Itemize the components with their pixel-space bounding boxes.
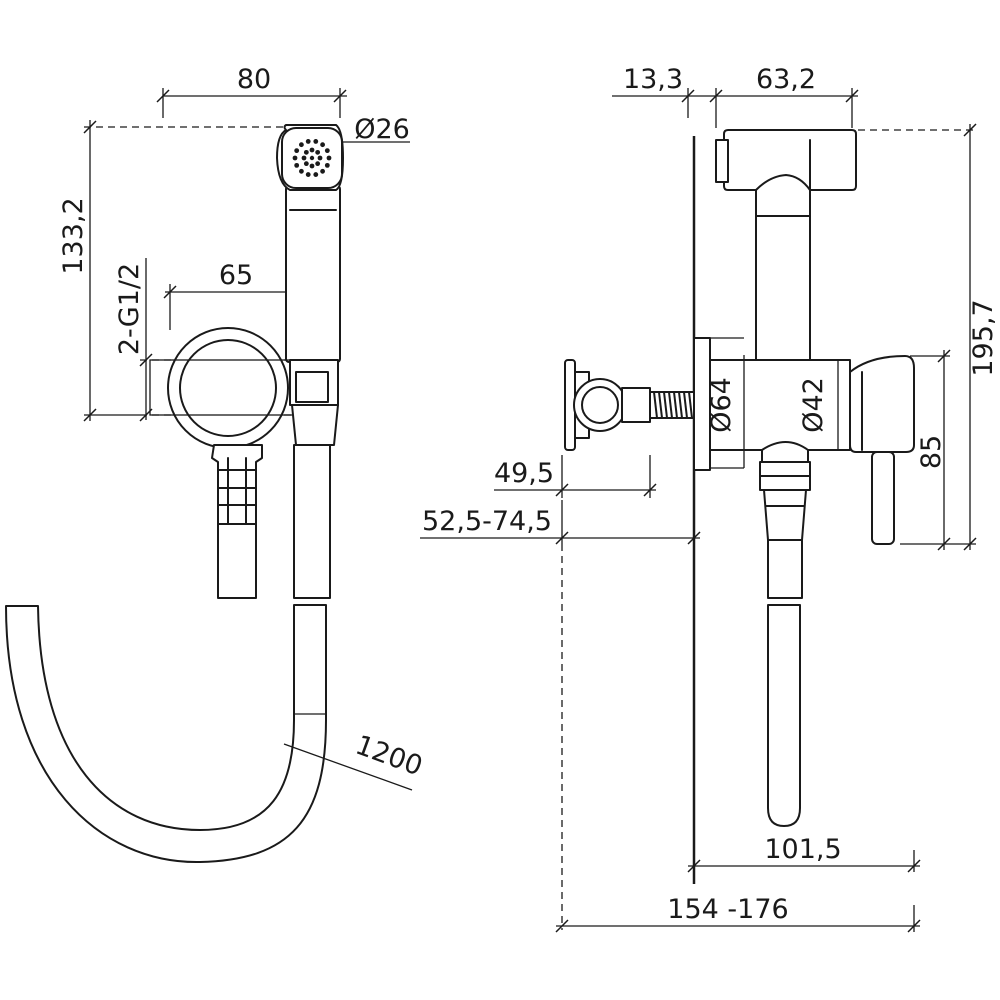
- nozzle-dot: [309, 155, 315, 161]
- wall-fitting-side: [564, 359, 695, 451]
- nozzle-dot: [292, 155, 298, 161]
- thread-line: [678, 391, 683, 419]
- installation-depth-dimension: 52,5-74,5: [420, 500, 701, 930]
- body-diameter-label: Ø42: [798, 377, 829, 433]
- nozzle-dot: [305, 139, 311, 144]
- head-length-label: 63,2: [756, 64, 816, 95]
- total-depth-label: 154 -176: [667, 894, 788, 925]
- hose-front: [5, 444, 331, 864]
- spray-head-side: [715, 129, 857, 367]
- top-dimension: 13,3 63,2: [612, 64, 859, 128]
- thread-line: [663, 391, 668, 419]
- hose-length-callout: 1200: [283, 730, 426, 791]
- thread-line: [688, 391, 693, 419]
- nozzle-dot: [320, 142, 325, 148]
- projection-dimension: 49,5: [494, 455, 657, 498]
- nozzle-dot: [326, 155, 332, 161]
- nozzle-dot: [320, 168, 325, 174]
- spray-head-front: [276, 124, 344, 363]
- head-diameter-callout: Ø26: [338, 114, 410, 145]
- spacing-label: 65: [219, 260, 253, 291]
- nozzle-dot: [324, 148, 330, 154]
- hose-projection-dimension: 101,5: [687, 834, 921, 873]
- nozzle-dot: [315, 161, 321, 167]
- nozzle-dot: [294, 148, 300, 154]
- thread-line: [668, 391, 673, 419]
- total-depth-dimension: 154 -176: [555, 894, 921, 933]
- width-dimension: 80: [156, 64, 347, 118]
- height-dimension: 133,2: [58, 120, 290, 422]
- nozzle-dot: [294, 162, 300, 168]
- nozzle-dot: [313, 139, 319, 144]
- head-diameter-label: Ø26: [354, 114, 410, 145]
- thread-line: [658, 391, 663, 419]
- nozzle-dot: [305, 172, 311, 177]
- total-height-dimension: 195,7: [858, 123, 999, 551]
- thread-line: [653, 391, 658, 419]
- nozzle-dot: [313, 172, 319, 177]
- hose-length-label: 1200: [351, 730, 426, 783]
- nozzle-dot: [299, 142, 304, 148]
- flange-diameter-label: Ø64: [706, 377, 737, 433]
- holder-front: [289, 359, 339, 446]
- side-view: 13,3 63,2 195,7 85: [420, 64, 999, 933]
- valve-height-dimension: 85: [910, 349, 951, 551]
- nozzle-dots: [292, 139, 332, 177]
- hose-connector-side: [759, 441, 811, 827]
- nozzle-dot: [303, 149, 309, 155]
- wall-offset-label: 13,3: [623, 64, 683, 95]
- nozzle-dot: [299, 168, 304, 174]
- total-height-label: 195,7: [968, 299, 999, 376]
- hose-projection-label: 101,5: [764, 834, 841, 865]
- valve-height-label: 85: [916, 435, 947, 469]
- nozzle-dot: [315, 149, 321, 155]
- nozzle-dot: [309, 163, 315, 169]
- nozzle-dot: [301, 155, 307, 161]
- projection-label: 49,5: [494, 458, 554, 489]
- nozzle-dot: [303, 161, 309, 167]
- installation-depth-label: 52,5-74,5: [422, 506, 552, 537]
- thread-line: [683, 391, 688, 419]
- nozzle-dot: [317, 155, 323, 161]
- width-label: 80: [237, 64, 271, 95]
- thread-label: 2-G1/2: [114, 263, 145, 355]
- thread-line: [673, 391, 678, 419]
- connector-left: [211, 444, 263, 599]
- thread-lines: [653, 391, 693, 419]
- height-label: 133,2: [58, 197, 89, 274]
- nozzle-dot: [324, 162, 330, 168]
- nozzle-dot: [309, 147, 315, 153]
- front-view: 80 133,2 2-G1/2 65: [5, 64, 426, 864]
